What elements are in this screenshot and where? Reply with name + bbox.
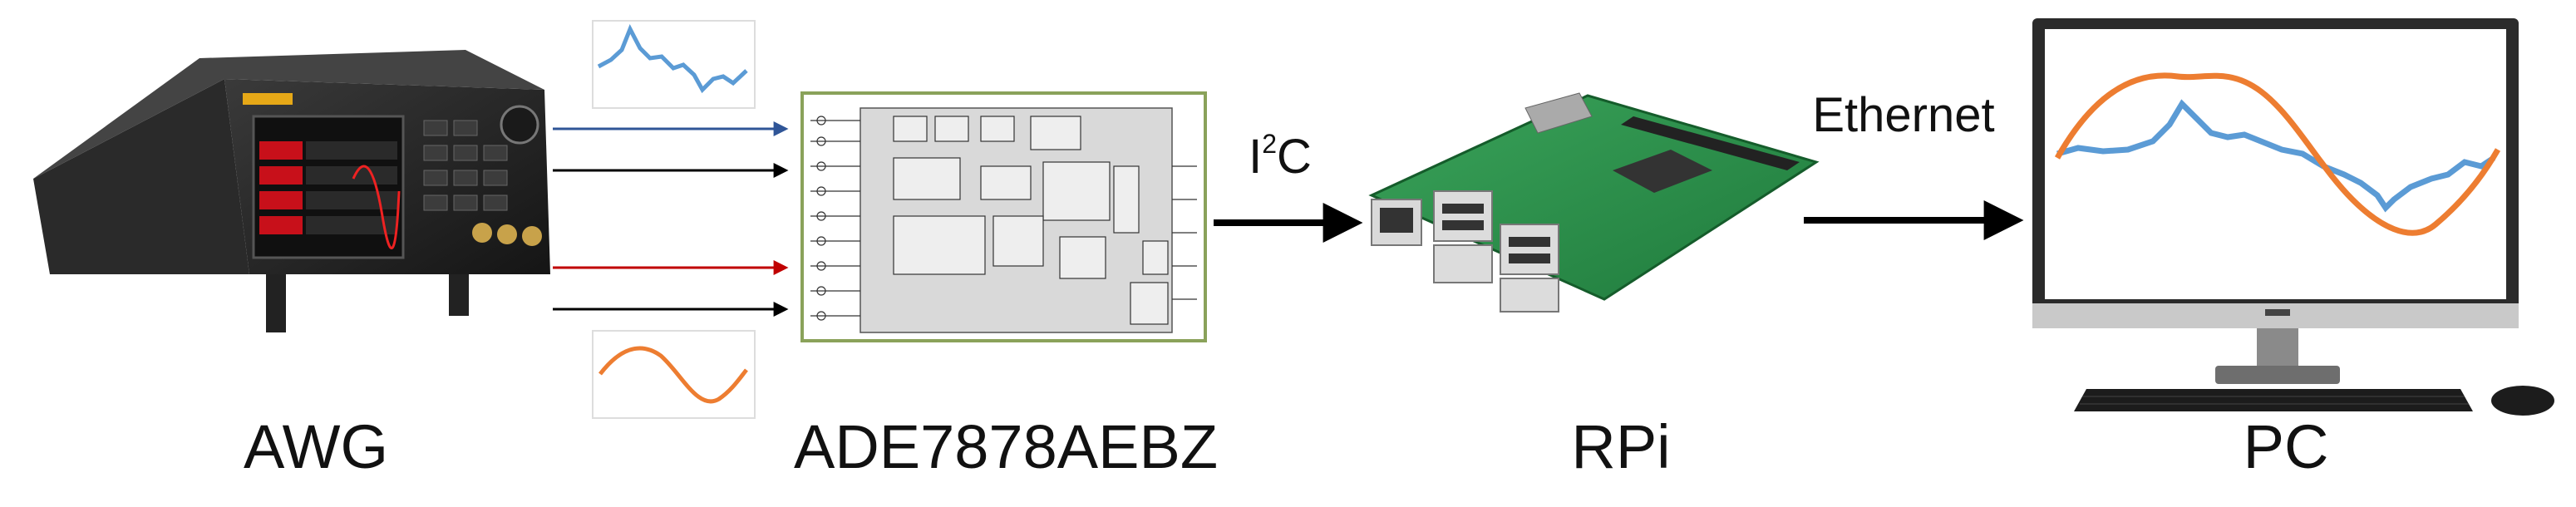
ade-block-diagram [800,91,1207,342]
raspberry-pi-board [1368,92,1820,313]
mouse [2491,386,2554,416]
awg-connectors [472,223,542,246]
ade-label: ADE7878AEBZ [793,412,1219,481]
pc-label: PC [2243,412,2329,481]
ethernet-label: Ethernet [1812,88,1995,142]
current-waveform-thumbnail [592,330,756,419]
pc-current-waveform [2054,72,2501,236]
signal-arrows [553,121,789,317]
i2c-label-tail: C [1277,130,1312,184]
voltage-waveform-thumbnail [592,20,756,109]
awg-instrument [33,50,550,332]
monitor-screen [2045,29,2506,299]
i2c-label-sup: 2 [1262,129,1278,159]
awg-screen [252,115,405,259]
pc-voltage-waveform [2056,99,2495,213]
i2c-label-base: I [1249,130,1263,184]
rpi-label: RPi [1571,412,1671,481]
i2c-label: I2C [1222,129,1338,185]
awg-keypad [423,120,508,211]
awg-knob [500,105,539,145]
pc-computer [2032,18,2554,416]
awg-label: AWG [243,412,388,481]
keyboard [2074,389,2473,411]
